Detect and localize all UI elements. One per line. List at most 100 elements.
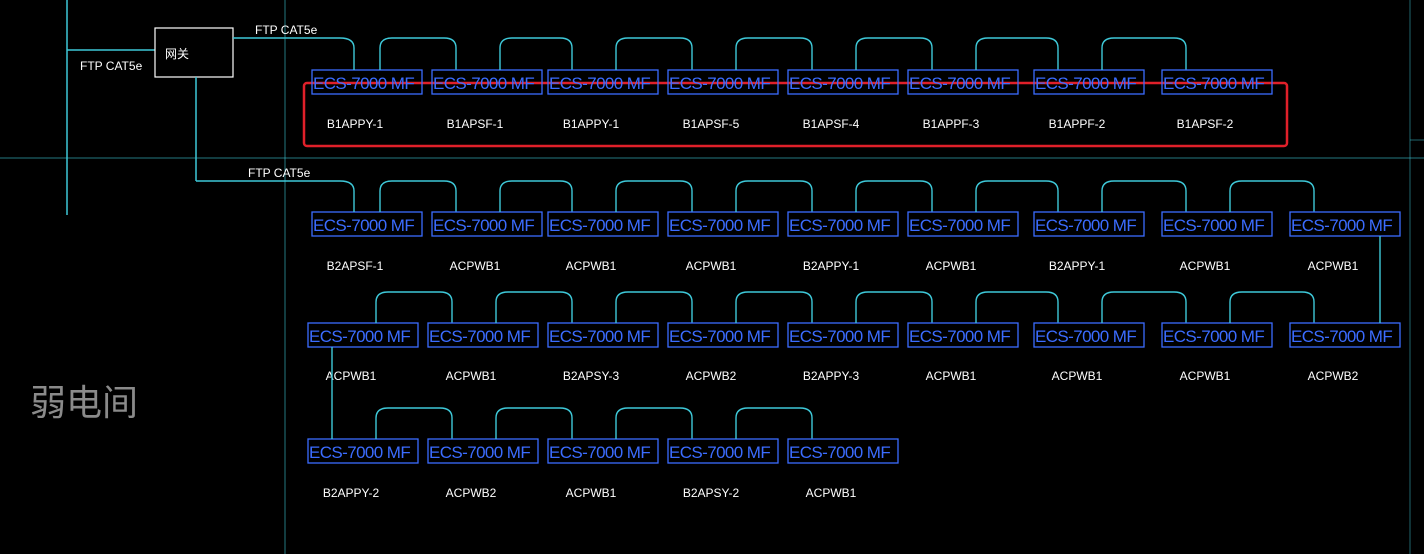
row-entry-arc xyxy=(339,37,355,70)
device-model-label: ECS-7000 MF xyxy=(1035,327,1136,346)
device-link-arc xyxy=(615,37,693,70)
device-box xyxy=(1161,211,1273,237)
device-model-label: ECS-7000 MF xyxy=(669,327,770,346)
device-model-label: ECS-7000 MF xyxy=(549,327,650,346)
device-label: ACPWB1 xyxy=(806,486,857,500)
device-label: B1APPY-1 xyxy=(563,117,620,131)
device-box xyxy=(547,438,659,464)
device-model-label: ECS-7000 MF xyxy=(549,74,650,93)
device-model-label: ECS-7000 MF xyxy=(433,216,534,235)
device-link-arc xyxy=(1101,180,1187,212)
device-model-label: ECS-7000 MF xyxy=(309,443,410,462)
device-box xyxy=(1033,322,1145,348)
device-label: B1APSF-4 xyxy=(803,117,860,131)
device-link-arc xyxy=(615,180,693,212)
device-box xyxy=(787,69,899,95)
device-label: B1APPY-1 xyxy=(327,117,384,131)
device-link-arc xyxy=(1101,37,1187,70)
device-link-arc xyxy=(375,407,453,439)
device-model-label: ECS-7000 MF xyxy=(1163,216,1264,235)
device-link-arc xyxy=(495,291,573,323)
device-model-label: ECS-7000 MF xyxy=(1163,327,1264,346)
device-box xyxy=(307,438,419,464)
device-link-arc xyxy=(735,37,813,70)
device-box xyxy=(431,211,543,237)
device-link-arc xyxy=(855,180,933,212)
device-link-arc xyxy=(735,180,813,212)
device-link-arc xyxy=(375,291,453,323)
device-box xyxy=(1289,322,1401,348)
device-box xyxy=(311,211,423,237)
device-label: ACPWB1 xyxy=(926,369,977,383)
device-model-label: ECS-7000 MF xyxy=(789,327,890,346)
room-label: 弱电间 xyxy=(30,383,138,424)
device-model-label: ECS-7000 MF xyxy=(309,327,410,346)
cable-label-row2: FTP CAT5e xyxy=(248,166,311,180)
device-box xyxy=(547,69,659,95)
device-label: B2APPY-1 xyxy=(1049,259,1106,273)
device-label: ACPWB1 xyxy=(326,369,377,383)
device-label: ACPWB1 xyxy=(1308,259,1359,273)
device-label: ACPWB1 xyxy=(926,259,977,273)
row-entry-arc xyxy=(339,180,355,212)
device-model-label: ECS-7000 MF xyxy=(1035,74,1136,93)
device-box xyxy=(1161,322,1273,348)
device-label: ACPWB1 xyxy=(450,259,501,273)
device-model-label: ECS-7000 MF xyxy=(433,74,534,93)
device-label: B1APSF-2 xyxy=(1177,117,1234,131)
device-label: ACPWB2 xyxy=(1308,369,1359,383)
device-label: ACPWB1 xyxy=(566,486,617,500)
device-model-label: ECS-7000 MF xyxy=(789,74,890,93)
device-label: ACPWB1 xyxy=(686,259,737,273)
device-label: B2APSY-3 xyxy=(563,369,620,383)
device-box xyxy=(667,438,779,464)
device-link-arc xyxy=(855,291,933,323)
device-model-label: ECS-7000 MF xyxy=(789,443,890,462)
device-label: ACPWB1 xyxy=(566,259,617,273)
device-box xyxy=(667,69,779,95)
device-link-arc xyxy=(499,37,573,70)
device-model-label: ECS-7000 MF xyxy=(313,74,414,93)
device-label: ACPWB1 xyxy=(1180,369,1231,383)
device-label: ACPWB2 xyxy=(446,486,497,500)
device-link-arc xyxy=(1229,180,1315,212)
device-label: ACPWB1 xyxy=(446,369,497,383)
device-link-arc xyxy=(379,37,457,70)
device-box xyxy=(307,322,419,348)
device-link-arc xyxy=(975,37,1059,70)
device-label: B2APSF-1 xyxy=(327,259,384,273)
device-box xyxy=(311,69,423,95)
device-box xyxy=(907,322,1019,348)
device-link-arc xyxy=(495,407,573,439)
device-label: B2APPY-1 xyxy=(803,259,860,273)
device-model-label: ECS-7000 MF xyxy=(429,327,530,346)
device-model-label: ECS-7000 MF xyxy=(669,74,770,93)
device-model-label: ECS-7000 MF xyxy=(1291,216,1392,235)
device-label: B2APPY-3 xyxy=(803,369,860,383)
device-box xyxy=(667,211,779,237)
device-link-arc xyxy=(735,407,813,439)
device-label: B1APPF-3 xyxy=(923,117,980,131)
device-link-arc xyxy=(615,291,693,323)
device-link-arc xyxy=(1229,291,1315,323)
device-model-label: ECS-7000 MF xyxy=(669,216,770,235)
switch-box xyxy=(154,27,234,78)
device-model-label: ECS-7000 MF xyxy=(549,216,650,235)
device-box xyxy=(907,69,1019,95)
device-model-label: ECS-7000 MF xyxy=(1163,74,1264,93)
device-label: B2APSY-2 xyxy=(683,486,740,500)
device-link-arc xyxy=(975,291,1059,323)
device-box xyxy=(787,322,899,348)
device-model-label: ECS-7000 MF xyxy=(549,443,650,462)
device-box xyxy=(1033,211,1145,237)
device-box xyxy=(547,322,659,348)
device-label: ACPWB1 xyxy=(1180,259,1231,273)
device-model-label: ECS-7000 MF xyxy=(429,443,530,462)
device-label: ACPWB2 xyxy=(686,369,737,383)
device-link-arc xyxy=(1101,291,1187,323)
device-model-label: ECS-7000 MF xyxy=(313,216,414,235)
highlight-box xyxy=(302,81,1289,148)
device-box xyxy=(787,438,899,464)
cable-label-left: FTP CAT5e xyxy=(80,59,143,73)
